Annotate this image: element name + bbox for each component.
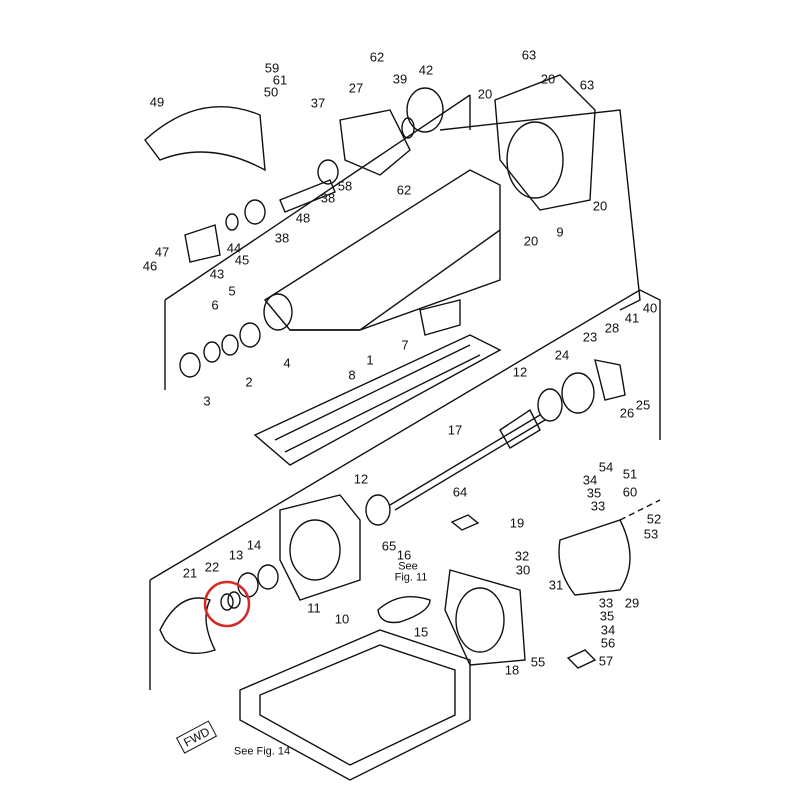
part-label: 20 — [477, 86, 493, 102]
part-label: 40 — [642, 300, 658, 316]
part-label: 57 — [598, 653, 614, 669]
part-43 — [184, 224, 221, 263]
part-label: 10 — [334, 611, 350, 627]
part-label: 27 — [348, 80, 364, 96]
part-label: 26 — [619, 405, 635, 421]
part-label: 17 — [447, 422, 463, 438]
part-label: 18 — [504, 662, 520, 678]
part-label: 58 — [337, 178, 353, 194]
part-label: 7 — [401, 337, 409, 353]
part-7 — [419, 299, 461, 336]
reverse-bucket-29 — [558, 519, 631, 596]
part-label: 54 — [598, 459, 614, 475]
assembly-outline — [149, 94, 661, 690]
part-37 — [339, 109, 411, 176]
part-label: 32 — [514, 548, 530, 564]
part-label: 34 — [582, 472, 598, 488]
part-label: 4 — [283, 355, 291, 371]
part-label: 51 — [622, 466, 638, 482]
part-label: 63 — [579, 77, 595, 93]
bottom-plate — [239, 629, 471, 781]
part-label: 48 — [295, 210, 311, 226]
part-label: 47 — [154, 244, 170, 260]
part-label: 25 — [635, 397, 651, 413]
part-label: 33 — [590, 498, 606, 514]
part-label: 41 — [624, 310, 640, 326]
part-label: 60 — [622, 484, 638, 500]
plate-8 — [253, 334, 502, 466]
part-label: 61 — [272, 72, 288, 88]
part-label: 14 — [246, 537, 262, 553]
ring-42 — [406, 87, 444, 133]
part-label: 20 — [523, 233, 539, 249]
part-label: 65 — [381, 538, 397, 554]
part-label: 24 — [554, 347, 570, 363]
part-label: 64 — [452, 484, 468, 500]
drive-shaft-17 — [389, 414, 546, 511]
part-label: 3 — [203, 393, 211, 409]
part-label: 44 — [226, 240, 242, 256]
part-label: 38 — [274, 230, 290, 246]
main-housing-1 — [263, 169, 501, 331]
part-label: 50 — [263, 84, 279, 100]
part-label: 22 — [204, 559, 220, 575]
part-label: 13 — [228, 547, 244, 563]
shaft-48 — [279, 179, 336, 213]
part-label: 34 — [600, 622, 616, 638]
impeller-21 — [159, 597, 216, 654]
part-label: 35 — [586, 485, 602, 501]
part-label: 37 — [310, 95, 326, 111]
part-label: 28 — [604, 320, 620, 336]
part-label: 62 — [369, 49, 385, 65]
part-label: 55 — [530, 654, 546, 670]
duct-10 — [279, 494, 361, 601]
part-label: 20 — [592, 198, 608, 214]
part-label: 31 — [548, 577, 564, 593]
part-label: 8 — [348, 367, 356, 383]
part-label: 9 — [556, 224, 564, 240]
nozzle-18 — [444, 569, 526, 666]
part-label: 15 — [413, 624, 429, 640]
highlight-circle — [203, 580, 251, 628]
part-label: 6 — [211, 297, 219, 313]
part-label: 11 — [307, 600, 321, 616]
part-label: 56 — [600, 635, 616, 651]
part-label: 42 — [418, 62, 434, 78]
part-label: 16 — [396, 547, 412, 563]
part-label: 2 — [245, 374, 253, 390]
pump-housing-9 — [494, 74, 596, 211]
bottom-note: See Fig. 14 — [233, 745, 291, 758]
see-note: Fig. 11 — [394, 571, 428, 584]
part-label: 63 — [521, 47, 537, 63]
part-label: 19 — [509, 515, 525, 531]
part-label: 43 — [209, 266, 225, 282]
part-label: 23 — [582, 329, 598, 345]
part-label: 53 — [643, 526, 659, 542]
part-label: 59 — [264, 60, 280, 76]
part-label: 5 — [228, 283, 236, 299]
part-label: 20 — [540, 71, 556, 87]
part-label: 39 — [392, 71, 408, 87]
part-label: 29 — [624, 595, 640, 611]
part-label: 49 — [149, 94, 165, 110]
part-label: 46 — [142, 258, 158, 274]
part-label: 38 — [320, 190, 336, 206]
part-label: 12 — [512, 364, 528, 380]
part-23 — [594, 359, 626, 401]
part-label: 21 — [182, 565, 198, 581]
part-label: 30 — [515, 562, 531, 578]
part-label: 45 — [234, 252, 250, 268]
part-label: 52 — [646, 511, 662, 527]
see-note: See — [398, 560, 418, 573]
part-label: 62 — [396, 182, 412, 198]
cover-49 — [144, 105, 266, 172]
part-label: 1 — [366, 352, 374, 368]
part-label: 12 — [353, 471, 369, 487]
part-label: 33 — [598, 595, 614, 611]
part-label: 35 — [599, 608, 615, 624]
